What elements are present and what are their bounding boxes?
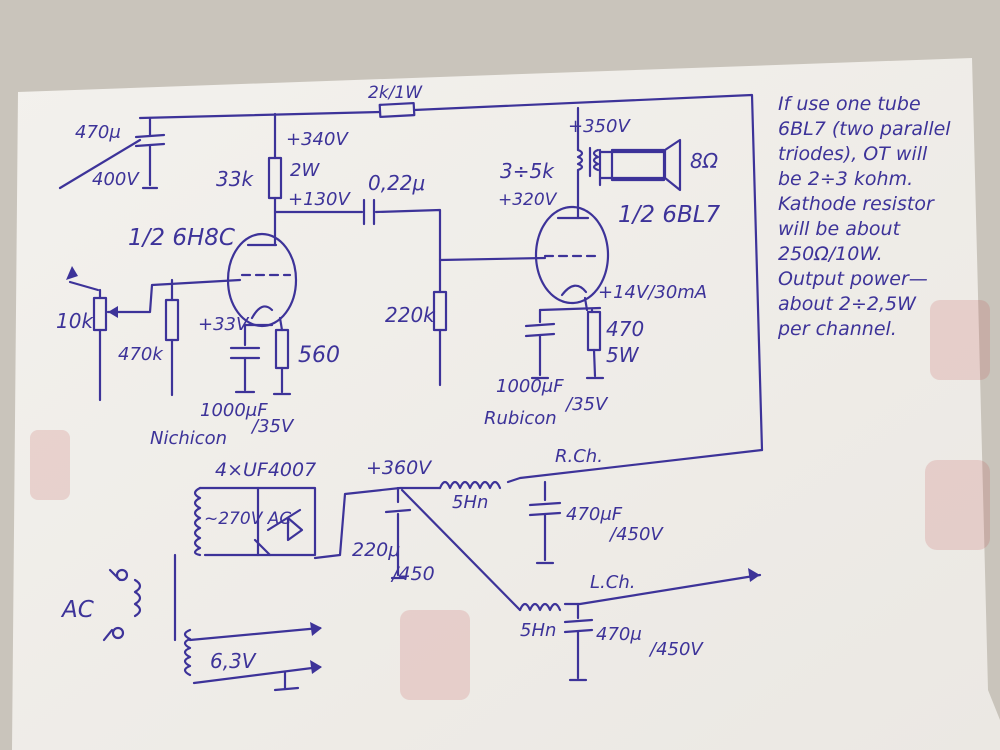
label-33k: 33k [216, 167, 254, 191]
label-c-rch: 470μF [566, 504, 623, 525]
label-560: 560 [298, 343, 340, 368]
resistors [92, 102, 602, 370]
tube-6h8c [226, 232, 298, 328]
label-470k: 470k [118, 344, 164, 365]
resistor-560 [274, 328, 290, 370]
label-022u: 0,22μ [368, 171, 425, 195]
label-c-lch-v: /450V [648, 639, 704, 660]
label-10k: 10k [56, 309, 94, 333]
output-transformer [576, 138, 682, 192]
label-c-lch: 470μ [596, 624, 642, 645]
label-2k: 2k/1W [368, 83, 423, 103]
resistor-470 [586, 310, 602, 352]
label-cathode1-33v: +33V [198, 314, 250, 335]
label-r-channel: R.Ch. [555, 446, 603, 467]
label-8ohm: 8Ω [690, 149, 719, 173]
note-line: If use one tube [778, 93, 921, 115]
label-c-rch-v: /450V [608, 524, 664, 545]
label-6v3: 6,3V [210, 649, 257, 673]
wiring [58, 93, 764, 692]
label-c1-35v: /35V [250, 416, 295, 437]
label-nichicon: Nichicon [150, 428, 227, 449]
resistor-33k [267, 156, 283, 200]
chokes [438, 480, 562, 612]
label-350v: +350V [568, 116, 631, 137]
label-c-470u: 470μ [75, 122, 121, 143]
resistor-220k [432, 290, 448, 332]
label-c-470u-voltage: 400V [92, 169, 140, 190]
label-320v: +320V [498, 190, 558, 210]
resistor-2k [378, 102, 416, 118]
arrowheads [66, 266, 760, 674]
label-220k: 220k [385, 303, 436, 327]
label-130v: +130V [288, 189, 351, 210]
note-line: per channel. [777, 318, 897, 340]
label-270v-ac: ~270V AC [204, 509, 291, 529]
label-c1-1000uf: 1000μF [200, 400, 268, 421]
capacitor-022u [362, 198, 376, 226]
schematic-labels: 2k/1W 470μ 400V +340V 33k 2W +130V 0,22μ… [56, 83, 721, 673]
bleed-through-print [30, 300, 990, 700]
label-ot-ratio: 3÷5k [500, 159, 555, 183]
label-cathode2: +14V/30mA [598, 282, 707, 303]
label-c-220u: 220μ [352, 539, 400, 561]
label-rubicon: Rubicon [484, 408, 557, 429]
label-l-channel: L.Ch. [590, 572, 635, 593]
pot-wiper-icon [108, 306, 118, 318]
note-line: be 2÷3 kohm. [778, 168, 913, 190]
label-5w: 5W [606, 343, 640, 367]
label-tube2: 1/2 6BL7 [618, 202, 721, 228]
note-line: 6BL7 (two parallel [778, 118, 951, 140]
note-line: triodes), OT will [778, 143, 928, 165]
label-470: 470 [606, 317, 644, 341]
potentiometer-10k [92, 296, 108, 332]
label-ac: AC [60, 597, 94, 623]
note-line: Output power— [778, 268, 928, 290]
note-line: 250Ω/10W. [778, 243, 883, 265]
label-tube1: 1/2 6H8C [128, 225, 235, 251]
label-c2-1000uf: 1000μF [496, 376, 564, 397]
note-line: will be about [778, 218, 902, 240]
label-c-220u-v: /450 [390, 563, 435, 585]
side-note: If use one tube 6BL7 (two parallel triodes… [777, 93, 951, 340]
label-340v: +340V [286, 129, 349, 150]
power-transformer [133, 486, 202, 677]
label-2w: 2W [290, 160, 320, 181]
tube-6bl7 [534, 205, 610, 305]
label-choke2: 5Hn [520, 620, 556, 641]
label-diodes: 4×UF4007 [215, 459, 316, 481]
label-c2-35v: /35V [564, 394, 609, 415]
note-line: about 2÷2,5W [778, 293, 917, 315]
mains-terminals [111, 568, 129, 640]
resistor-470k [164, 298, 180, 342]
label-360v: +360V [366, 457, 433, 479]
note-line: Kathode resistor [778, 193, 935, 215]
label-choke1: 5Hn [452, 492, 488, 513]
